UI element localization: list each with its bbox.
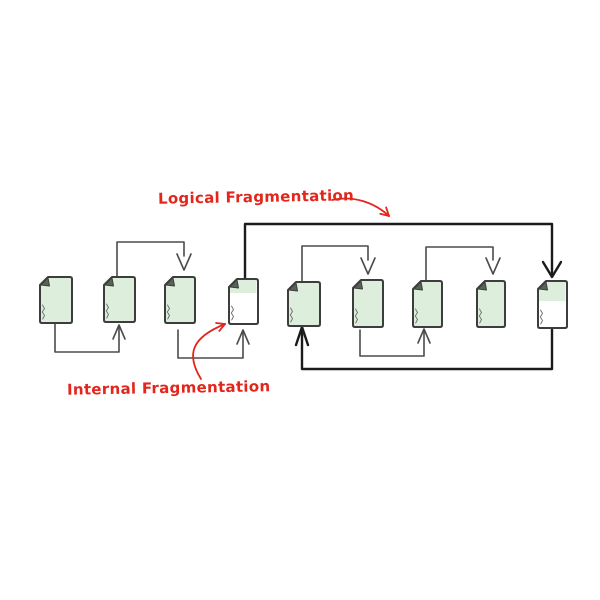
page-icon [412, 280, 443, 328]
page-icon [476, 280, 506, 328]
page-body [413, 281, 442, 327]
page-icon [287, 281, 321, 327]
page-outline [412, 280, 443, 328]
page-body [477, 281, 505, 327]
link-top-5-6 [301, 245, 376, 283]
page-body [353, 280, 383, 327]
page-icon [352, 279, 384, 328]
page-fold-icon [413, 281, 423, 291]
internal-fragmentation-label: Internal Fragmentation [66, 377, 271, 399]
internal-pointer-arrow [192, 322, 226, 380]
page-icon [39, 276, 73, 324]
page-sketch-texture [414, 308, 419, 324]
link-bottom-1-2 [54, 323, 126, 353]
page-fold-icon [229, 279, 239, 289]
link-top-7-8 [425, 246, 501, 282]
page-outline [476, 280, 506, 328]
page-body [104, 277, 135, 322]
page-sketch-texture [289, 307, 294, 323]
page-outline [228, 278, 259, 325]
page-outline [39, 276, 73, 324]
page-fold-icon [165, 277, 175, 287]
logical-fragmentation-label: Logical Fragmentation [157, 186, 355, 208]
page-icon [103, 276, 136, 323]
link-top-2-3 [116, 241, 192, 278]
page-sketch-texture [230, 305, 235, 321]
page-icon [164, 276, 196, 324]
page-outline [103, 276, 136, 323]
page-sketch-texture [105, 303, 110, 319]
page-body [288, 282, 320, 326]
page-fold-icon [104, 277, 114, 287]
page-fold-icon [288, 282, 298, 292]
page-outline [164, 276, 196, 324]
page-icon [228, 278, 259, 325]
page-outline [537, 280, 568, 329]
page-body [40, 277, 72, 323]
page-sketch-texture [354, 308, 359, 324]
page-fold-icon [353, 280, 363, 290]
link-bottom-3-4 [177, 329, 250, 359]
page-fold-icon [40, 277, 50, 287]
page-fold-icon [477, 281, 487, 291]
page-fold-icon [538, 281, 548, 291]
page-sketch-texture [166, 304, 171, 320]
page-icon [537, 280, 568, 329]
page-sketch-texture [478, 308, 483, 324]
link-bottom-6-7 [359, 328, 431, 357]
page-sketch-texture [539, 309, 544, 325]
logical-pointer-arrow [331, 197, 390, 217]
page-outline [352, 279, 384, 328]
link-top-4-9 [243, 222, 563, 281]
page-body [165, 277, 195, 323]
page-outline [287, 281, 321, 327]
page-sketch-texture [41, 304, 46, 320]
